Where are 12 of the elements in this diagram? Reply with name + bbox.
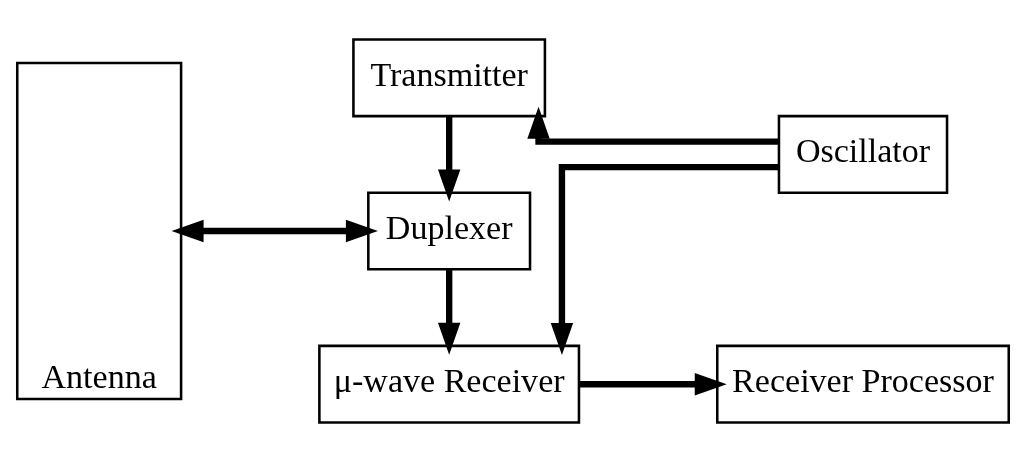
arrow bbox=[550, 163, 779, 355]
node-box: μ-wave Receiver bbox=[318, 344, 581, 424]
node-box: Transmitter bbox=[352, 37, 547, 117]
arrow bbox=[437, 115, 461, 201]
node-box: Receiver Processor bbox=[716, 344, 1010, 424]
node-box: Antenna bbox=[16, 61, 183, 400]
arrow bbox=[171, 219, 378, 242]
arrow bbox=[579, 372, 727, 395]
node-box: Duplexer bbox=[367, 190, 532, 271]
node-box: Oscillator bbox=[777, 114, 949, 194]
arrow bbox=[437, 269, 461, 355]
arrow bbox=[527, 106, 779, 145]
